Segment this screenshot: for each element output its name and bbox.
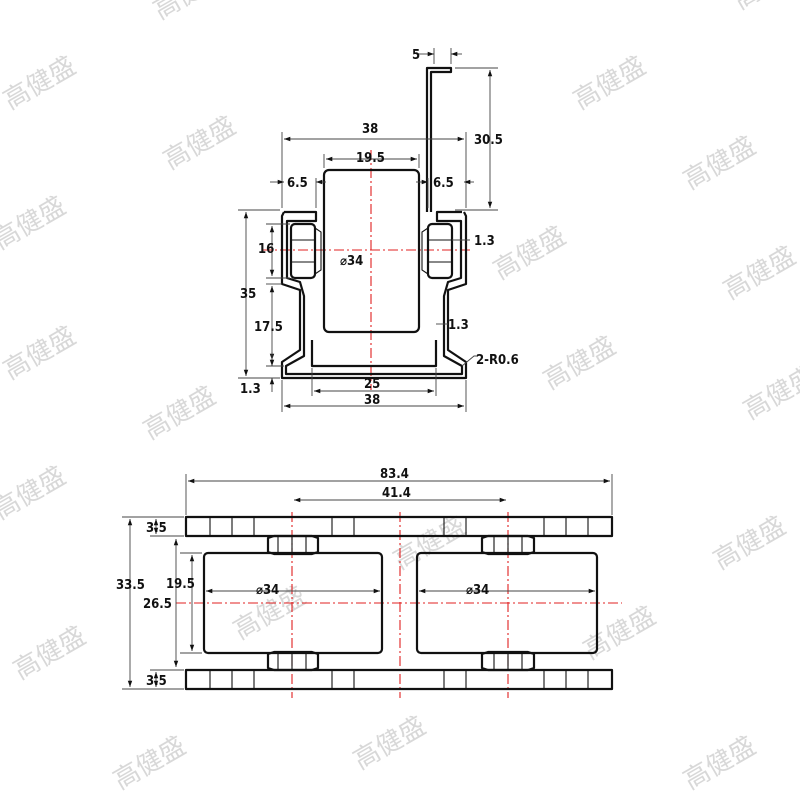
dim-right-gap: 6.5 <box>433 176 454 191</box>
left-bearing <box>289 222 322 280</box>
watermark: 高健盛 <box>389 511 472 576</box>
dim-bearing-offset: 1.3 <box>474 234 495 249</box>
bottom-rail <box>184 668 614 691</box>
dim-total-width: 33.5 <box>116 578 145 593</box>
dim-top-flange: 5 <box>412 48 420 63</box>
watermark: 高健盛 <box>109 731 192 796</box>
dim-wall-thickness: 1.3 <box>448 318 469 333</box>
watermark: 高健盛 <box>719 241 800 306</box>
roller-wheel <box>322 168 421 334</box>
watermark: 高健盛 <box>159 111 242 176</box>
bearing-bottom-right <box>480 650 536 672</box>
watermark: 高健盛 <box>0 51 81 116</box>
watermark: 高健盛 <box>739 361 800 426</box>
dim-inner-width: 25 <box>364 377 380 392</box>
dim-overall-width: 38 <box>362 122 378 137</box>
watermark: 高健盛 <box>729 0 800 16</box>
dim-roller-left-diameter: ⌀34 <box>256 583 279 598</box>
side-wall <box>425 66 453 212</box>
watermark: 高健盛 <box>569 51 652 116</box>
watermark: 高健盛 <box>679 131 762 196</box>
aluminium-profile <box>280 210 468 380</box>
section-view: 5 30.5 38 19.5 6.5 6.5 16 <box>238 48 519 412</box>
roller-right <box>415 551 599 655</box>
dim-rail-top: 3.5 <box>146 521 167 536</box>
dim-inner-width: 26.5 <box>143 597 172 612</box>
dim-roller-width: 19.5 <box>356 151 385 166</box>
plan-view: 83.4 41.4 33.5 3.5 3.5 26.5 19.5 ⌀34 ⌀34 <box>116 467 622 698</box>
dim-lower-height: 17.5 <box>254 320 283 335</box>
dim-overall-length: 83.4 <box>380 467 409 482</box>
watermark: 高健盛 <box>349 711 432 776</box>
dim-roller-diameter: ⌀34 <box>340 254 363 269</box>
dim-roller-spacing: 41.4 <box>382 486 411 501</box>
dim-leader <box>461 355 478 367</box>
watermark: 高健盛 <box>579 601 662 666</box>
top-rail <box>184 515 614 538</box>
watermark: 高健盛 <box>0 321 81 386</box>
watermark: 高健盛 <box>149 0 232 26</box>
watermark: 高健盛 <box>489 221 572 286</box>
dim-total-height: 35 <box>240 287 256 302</box>
dim-fillet: 2-R0.6 <box>476 353 519 368</box>
bearing-top-right <box>480 534 536 556</box>
watermark: 高健盛 <box>709 511 792 576</box>
watermark: 高健盛 <box>139 381 222 446</box>
dim-roller-right-diameter: ⌀34 <box>466 583 489 598</box>
watermark: 高健盛 <box>0 461 71 526</box>
dim-rail-bottom: 3.5 <box>146 674 167 689</box>
watermark: 高健盛 <box>539 331 622 396</box>
dim-bearing-height: 16 <box>258 242 274 257</box>
roller-left <box>202 551 384 655</box>
watermark: 高健盛 <box>679 731 762 796</box>
right-bearing <box>421 222 454 280</box>
dim-height-upper: 30.5 <box>474 133 503 148</box>
watermark: 高健盛 <box>9 621 92 686</box>
dim-base-thickness: 1.3 <box>240 382 261 397</box>
profile-inner-channel <box>310 340 438 368</box>
watermark: 高健盛 <box>0 191 71 256</box>
dim-roller-width: 19.5 <box>166 577 195 592</box>
bearing-top-left <box>266 534 320 556</box>
dim-base-width: 38 <box>364 393 380 408</box>
bearing-bottom-left <box>266 650 320 672</box>
dim-left-gap: 6.5 <box>287 176 308 191</box>
